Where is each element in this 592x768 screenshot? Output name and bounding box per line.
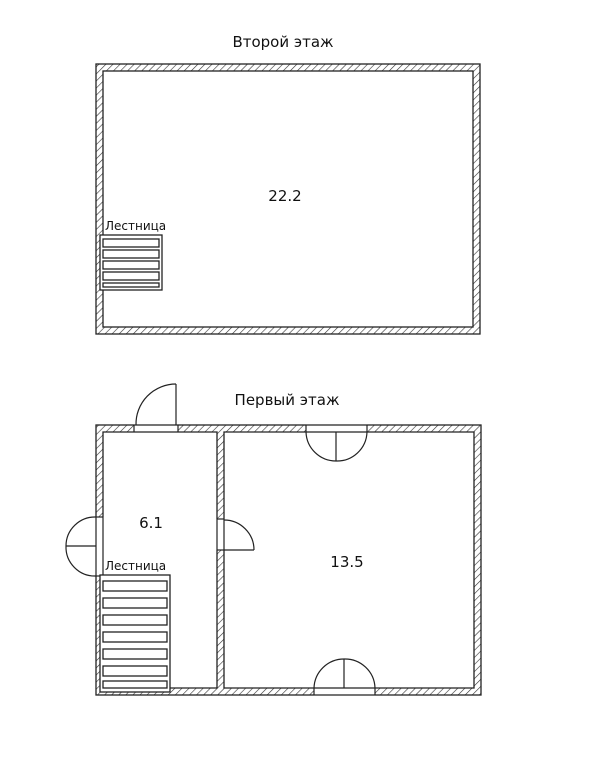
- room-inner-wall: [223, 431, 475, 689]
- interior-door[interactable]: [215, 518, 255, 551]
- first-floor-stair-label: Лестница: [105, 559, 166, 573]
- first-floor-title: Первый этаж: [235, 391, 340, 409]
- room-top-double-door[interactable]: [305, 423, 368, 462]
- second-floor-room-area: 22.2: [268, 187, 301, 205]
- second-floor-stair-label: Лестница: [105, 219, 166, 233]
- room-bottom-double-door[interactable]: [313, 658, 376, 697]
- second-floor: Второй этаж 22.2 Лестница: [95, 33, 481, 335]
- first-floor: Первый этаж: [65, 383, 482, 697]
- room-area: 13.5: [330, 553, 363, 571]
- hall-area: 6.1: [139, 514, 163, 532]
- second-floor-inner-wall: [102, 70, 474, 328]
- first-floor-partition: [217, 432, 224, 688]
- second-floor-staircase: [99, 234, 163, 291]
- first-floor-staircase: [99, 574, 171, 693]
- left-double-door[interactable]: [65, 516, 105, 577]
- second-floor-title: Второй этаж: [232, 33, 333, 51]
- hall-entrance-door[interactable]: [133, 383, 179, 434]
- second-floor-outer-wall: [95, 63, 481, 335]
